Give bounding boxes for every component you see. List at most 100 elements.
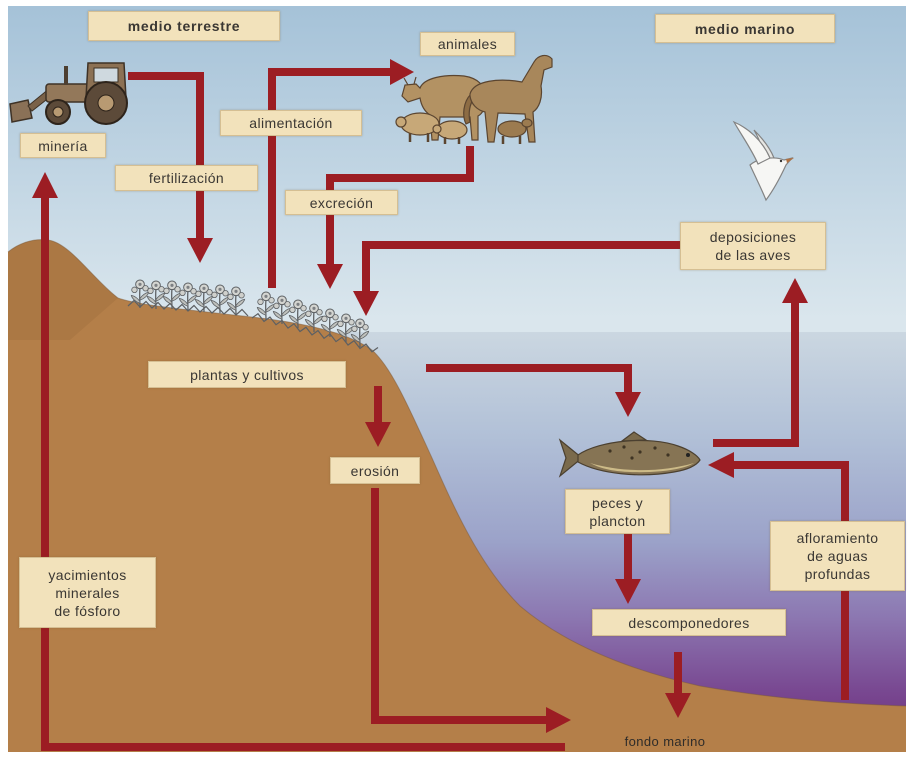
- peces-line-1: peces y: [591, 494, 644, 511]
- pig-snout: [432, 124, 442, 134]
- pig: [436, 120, 468, 140]
- peces-plancton-label: peces y plancton: [565, 489, 670, 534]
- bird-front-wing: [732, 120, 771, 165]
- calf-head: [521, 118, 533, 128]
- grass: [251, 312, 379, 353]
- arrow-afloramiento-to-peces: [708, 452, 849, 700]
- arrow-plantas-to-animales: [268, 59, 414, 288]
- arrow-aves-to-plantas: [353, 241, 682, 316]
- fish-tail: [558, 438, 583, 478]
- fertilizacion-text: fertilización: [148, 170, 225, 186]
- fish-spot: [666, 453, 670, 457]
- fish-spot: [608, 449, 612, 453]
- arrow-shaft: [41, 196, 565, 751]
- fondo-marino-label: fondo marino: [624, 734, 706, 749]
- deposiciones-aves-label: deposiciones de las aves: [680, 222, 826, 270]
- arrow-head: [782, 278, 808, 303]
- arrow-head: [187, 238, 213, 263]
- yacimientos-line-2: minerales: [55, 584, 120, 601]
- afloramiento-line-2: de aguas: [807, 548, 868, 564]
- grass: [127, 299, 249, 317]
- arrow-erosion-to-fondo: [371, 488, 571, 733]
- cow: [401, 74, 487, 141]
- bird-icon: [732, 120, 794, 202]
- arrow-shaft: [713, 301, 799, 447]
- fish-spots: [608, 445, 670, 460]
- animales-label: animales: [420, 32, 515, 56]
- fish-spot: [622, 445, 626, 449]
- loader-bucket: [9, 99, 33, 123]
- excrecion-text: excreción: [309, 194, 374, 211]
- land-surface-edge: [7, 239, 907, 707]
- cow-horns: [403, 76, 417, 86]
- arrow-head: [665, 693, 691, 718]
- descomponedores-text: descomponedores: [628, 614, 750, 631]
- front-wheel-hub: [52, 106, 64, 118]
- medio-terrestre-label: medio terrestre: [88, 11, 280, 41]
- medio-terrestre-text: medio terrestre: [127, 18, 241, 34]
- mineria-text: minería: [38, 137, 88, 154]
- fish-icon: [558, 431, 701, 478]
- arrow-fondo-to-mineria: [32, 172, 565, 751]
- arrow-shaft: [426, 364, 632, 394]
- pig-snout: [395, 116, 407, 128]
- medio-marino-label: medio marino: [655, 14, 835, 43]
- fish-eye: [686, 453, 690, 457]
- calf: [497, 120, 527, 138]
- arrow-plantas-to-peces: [426, 364, 641, 417]
- yacimientos-line-1: yacimientos: [48, 566, 127, 583]
- fish-spot: [630, 456, 634, 460]
- pig-legs: [408, 133, 430, 142]
- animales-text: animales: [437, 36, 498, 52]
- afloramiento-line-3: profundas: [804, 566, 871, 582]
- arrow-shaft: [362, 241, 682, 293]
- arrow-descomponedores-to-fondo: [665, 652, 691, 718]
- excrecion-label: excreción: [285, 190, 398, 215]
- plantas-cultivos-text: plantas y cultivos: [190, 366, 304, 383]
- animals-icon: [395, 54, 553, 144]
- descomponedores-label: descomponedores: [592, 609, 786, 636]
- arrow-head: [615, 392, 641, 417]
- deposiciones-line-2: de las aves: [715, 247, 791, 263]
- pig-legs: [443, 137, 461, 144]
- arrow-shaft: [371, 488, 548, 724]
- yacimientos-label: yacimientos minerales de fósforo: [19, 557, 156, 628]
- arrow-peces-to-aves: [713, 278, 808, 447]
- arrow-shaft: [732, 461, 849, 700]
- alimentacion-text: alimentación: [249, 115, 333, 131]
- fish-body: [577, 439, 701, 476]
- afloramiento-label: afloramiento de aguas profundas: [770, 521, 905, 591]
- tractor-icon: [9, 62, 128, 125]
- bird-beak: [786, 158, 794, 163]
- arrow-head: [32, 172, 58, 198]
- yacimientos-line-3: de fósforo: [54, 602, 121, 619]
- arrow-head: [546, 707, 571, 733]
- arrow-plantas-to-erosion: [365, 386, 391, 447]
- arrow-head: [390, 59, 414, 85]
- calf-legs: [501, 136, 522, 144]
- arrow-head: [317, 264, 343, 289]
- erosion-label: erosión: [330, 457, 420, 484]
- fish-spot: [653, 446, 657, 450]
- peces-line-2: plancton: [589, 512, 646, 529]
- arrow-head: [365, 422, 391, 447]
- fish-spot: [638, 450, 642, 454]
- mineria-label: minería: [20, 133, 106, 158]
- rear-wheel-hub: [97, 94, 115, 112]
- arrow-shaft: [268, 68, 392, 288]
- arrow-head: [353, 291, 379, 316]
- plants-icon: [127, 279, 379, 353]
- medio-marino-text: medio marino: [694, 20, 796, 37]
- erosion-text: erosión: [350, 462, 400, 479]
- bird-eye: [779, 159, 783, 163]
- afloramiento-line-1: afloramiento: [796, 530, 879, 546]
- plantas-cultivos-label: plantas y cultivos: [148, 361, 346, 388]
- hill-shading: [8, 239, 118, 340]
- arrow-head: [708, 452, 734, 478]
- deposiciones-line-1: deposiciones: [709, 229, 797, 245]
- fertilizacion-label: fertilización: [115, 165, 258, 191]
- arrow-peces-to-descomponedores: [615, 534, 641, 604]
- arrow-animales-to-plantas: [317, 146, 474, 289]
